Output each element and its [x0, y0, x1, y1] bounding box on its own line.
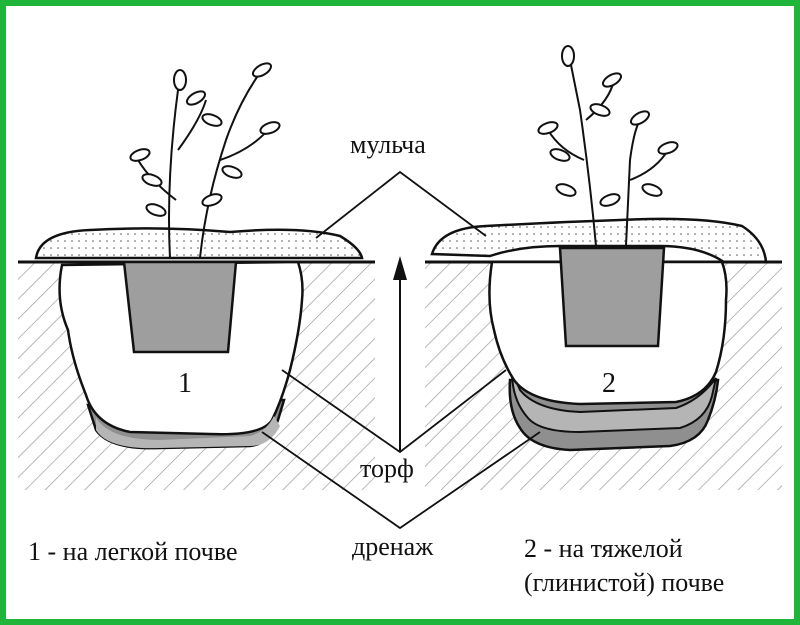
center-arrow [393, 256, 407, 452]
pit-2-number: 2 [602, 368, 616, 399]
plant-1 [129, 62, 281, 259]
label-drainage: дренаж [352, 532, 434, 561]
plant-2 [537, 45, 679, 247]
label-peat: торф [360, 454, 414, 483]
leader-lines [261, 170, 541, 530]
pit-2-root-ball [558, 246, 666, 348]
caption-pit-1: 1 - на легкой почве [28, 537, 238, 566]
pit-1 [34, 227, 364, 450]
pit-2-mulch [430, 217, 768, 264]
pit-2 [430, 217, 768, 452]
pit-2-peat-band [511, 371, 717, 434]
pit-1-peat-band [96, 416, 280, 449]
pit-1-mulch [34, 227, 364, 260]
pit-1-root-ball [122, 260, 238, 354]
caption-pit-2-line2: (глинистой) почве [524, 568, 725, 597]
caption-pit-2-line1: 2 - на тяжелой [524, 534, 683, 563]
label-mulch: мульча [350, 130, 426, 159]
pit-1-number: 1 [178, 368, 192, 399]
